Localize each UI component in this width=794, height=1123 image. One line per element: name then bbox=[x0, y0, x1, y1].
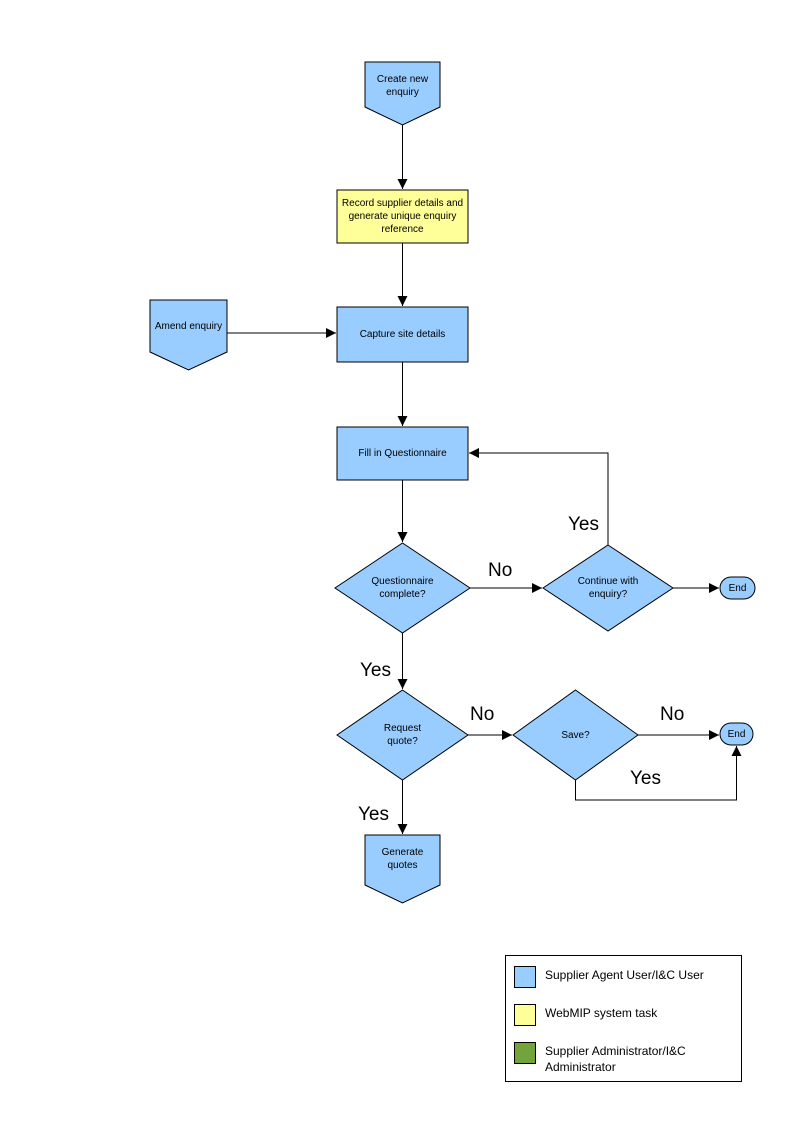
node-continue-with-enquiry-label: Continue with enquiry? bbox=[577, 576, 639, 600]
node-continue-with-enquiry-shape bbox=[542, 544, 674, 632]
node-end-top-shape bbox=[719, 576, 756, 600]
node-create-new-enquiry-label: Create new enquiry bbox=[376, 74, 429, 98]
node-amend-enquiry-shape bbox=[149, 299, 228, 371]
legend-swatch-yellow bbox=[514, 1004, 536, 1026]
node-create-new-enquiry-shape bbox=[364, 61, 441, 126]
edge-continue-yes-loop bbox=[469, 448, 609, 545]
node-end-middle-shape bbox=[719, 722, 754, 746]
edge-label-save-yes: Yes bbox=[630, 768, 661, 789]
edge-label-continue-yes: Yes bbox=[568, 514, 599, 535]
node-questionnaire-complete-shape bbox=[334, 542, 471, 634]
node-fill-in-questionnaire-label: Fill in Questionnaire bbox=[358, 448, 447, 459]
node-request-quote-shape bbox=[336, 689, 469, 781]
node-end-top-label: End bbox=[728, 582, 747, 594]
edge-label-request-yes: Yes bbox=[358, 804, 389, 825]
edge-label-save-no: No bbox=[660, 704, 685, 725]
node-record-supplier-details-shape bbox=[336, 189, 469, 244]
legend-item-webmip: WebMIP system task bbox=[514, 1004, 733, 1026]
node-amend-enquiry-label: Amend enquiry bbox=[154, 320, 223, 332]
node-record-supplier-details-label: Record supplier details and generate uni… bbox=[341, 198, 464, 235]
edge-label-questionnaire-yes: Yes bbox=[360, 660, 391, 681]
node-save-shape bbox=[512, 689, 639, 781]
legend-swatch-blue bbox=[514, 966, 536, 988]
node-capture-site-details-shape bbox=[336, 306, 469, 363]
legend-label-supplier-admin: Supplier Administrator/I&C Administrator bbox=[545, 1044, 686, 1074]
edge-label-questionnaire-no: No bbox=[488, 560, 513, 581]
node-fill-in-questionnaire-shape bbox=[336, 426, 469, 481]
legend-swatch-green bbox=[514, 1042, 536, 1064]
node-questionnaire-complete-label: Questionnaire complete? bbox=[371, 576, 434, 600]
legend: Supplier Agent User/I&C User WebMIP syst… bbox=[505, 955, 742, 1082]
node-generate-quotes-label: Generate quotes bbox=[381, 847, 424, 871]
legend-label-supplier-agent: Supplier Agent User/I&C User bbox=[545, 968, 704, 982]
edge-label-request-no: No bbox=[470, 704, 495, 725]
node-generate-quotes-shape bbox=[364, 834, 441, 904]
edge-save-yes-to-end bbox=[575, 746, 742, 801]
legend-item-supplier-admin: Supplier Administrator/I&C Administrator bbox=[514, 1042, 733, 1075]
legend-label-webmip: WebMIP system task bbox=[545, 1006, 658, 1020]
node-end-middle-label: End bbox=[727, 728, 746, 740]
node-request-quote-label: Request quote? bbox=[383, 723, 422, 747]
legend-item-supplier-agent: Supplier Agent User/I&C User bbox=[514, 966, 733, 988]
node-save-label: Save? bbox=[561, 729, 590, 741]
node-capture-site-details-label: Capture site details bbox=[359, 329, 446, 340]
